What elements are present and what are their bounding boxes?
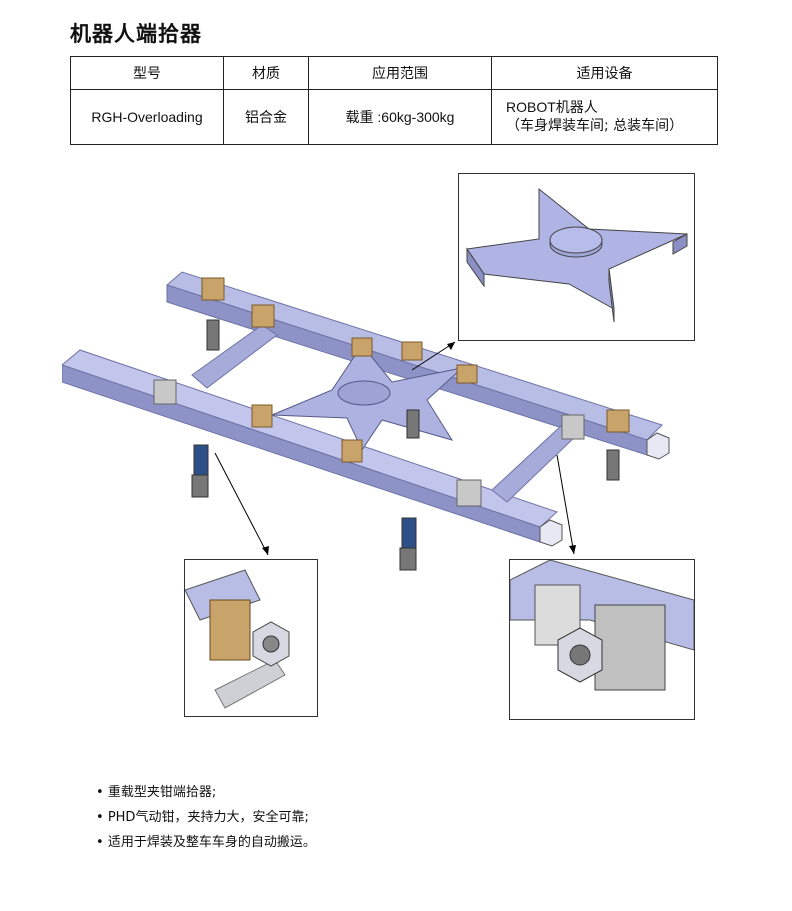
col-header-model: 型号 <box>70 56 224 90</box>
col-header-range: 应用范围 <box>308 56 492 90</box>
list-item: PHD气动钳，夹持力大，安全可靠; <box>96 805 316 830</box>
spec-table: 型号 材质 应用范围 适用设备 RGH-Overloading 铝合金 载重 :… <box>70 56 718 145</box>
star-plate-detail-image <box>466 187 688 323</box>
table-header-row: 型号 材质 应用范围 适用设备 <box>70 56 718 90</box>
list-item: 重载型夹钳端拾器; <box>96 780 316 805</box>
end-block-detail-image <box>509 559 695 691</box>
cell-range: 载重 :60kg-300kg <box>308 89 492 145</box>
equipment-line-2: （车身焊装车间; 总装车间） <box>506 118 684 134</box>
detail-star-plate-frame <box>458 173 695 341</box>
bracket-detail-image <box>184 569 290 709</box>
feature-list: 重载型夹钳端拾器; PHD气动钳，夹持力大，安全可靠; 适用于焊装及整车车身的自… <box>96 780 316 855</box>
cell-equipment: ROBOT机器人 （车身焊装车间; 总装车间） <box>491 89 718 145</box>
list-item: 适用于焊装及整车车身的自动搬运。 <box>96 830 316 855</box>
cell-material: 铝合金 <box>223 89 309 145</box>
detail-end-block-frame <box>509 559 695 720</box>
equipment-line-1: ROBOT机器人 <box>506 99 598 115</box>
page-title: 机器人端拾器 <box>70 22 202 46</box>
col-header-equipment: 适用设备 <box>491 56 718 90</box>
col-header-material: 材质 <box>223 56 309 90</box>
detail-bracket-frame <box>184 559 318 717</box>
cell-model: RGH-Overloading <box>70 89 224 145</box>
gripper-assembly-illustration <box>62 271 670 571</box>
table-row: RGH-Overloading 铝合金 载重 :60kg-300kg ROBOT… <box>70 89 718 145</box>
